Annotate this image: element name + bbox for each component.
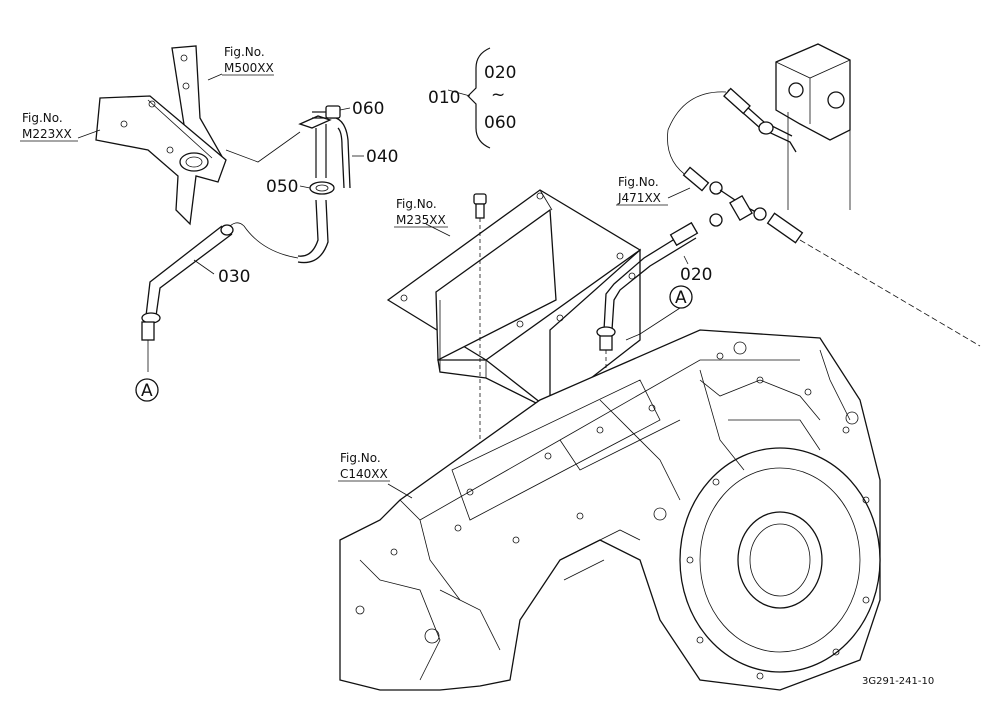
transmission-housing <box>339 329 881 691</box>
figure-ref-m223: Fig.No. M223XX <box>20 111 78 142</box>
leader-m223 <box>77 129 101 139</box>
svg-text:Fig.No.: Fig.No. <box>396 197 437 211</box>
part-label-060: 060 <box>352 99 384 119</box>
drawing-code: 3G291-241-10 <box>862 676 934 687</box>
svg-text:A: A <box>141 381 153 401</box>
bracket-assembly <box>95 45 227 226</box>
range-brace <box>467 47 491 149</box>
figure-ref-j471: Fig.No. J471XX <box>616 175 668 206</box>
fuel-line-assembly <box>667 43 981 347</box>
part-label-020: 020 <box>680 265 712 285</box>
connector-a-left: A <box>135 378 159 402</box>
leader-m235 <box>425 223 451 237</box>
svg-text:C140XX: C140XX <box>340 467 388 481</box>
hose-030 <box>141 199 329 372</box>
bolt-060 <box>312 105 341 119</box>
svg-text:M500XX: M500XX <box>224 61 274 75</box>
svg-text:J471XX: J471XX <box>617 191 661 205</box>
tray-assembly <box>386 189 642 412</box>
svg-text:A: A <box>675 288 687 308</box>
leader-030 <box>193 259 215 275</box>
svg-text:Fig.No.: Fig.No. <box>224 45 265 59</box>
part-label-010: 010 <box>428 88 460 108</box>
leader-010 <box>447 89 471 97</box>
svg-text:Fig.No.: Fig.No. <box>22 111 63 125</box>
figure-ref-m235: Fig.No. M235XX <box>394 197 448 228</box>
part-label-040: 040 <box>366 147 398 167</box>
figure-ref-m500: Fig.No. M500XX <box>222 45 274 76</box>
leader-060 <box>339 107 351 111</box>
part-label-020-range: 020 <box>484 63 516 83</box>
part-label-060-range: 060 <box>484 113 516 133</box>
leader-c140 <box>387 483 413 499</box>
clamp-050 <box>309 181 335 195</box>
leader-bracket <box>225 131 301 163</box>
part-label-030: 030 <box>218 267 250 287</box>
leader-a-right <box>625 307 681 341</box>
range-separator: ~ <box>491 85 505 105</box>
leader-j471 <box>667 187 691 199</box>
leader-m500 <box>207 73 223 81</box>
svg-text:Fig.No.: Fig.No. <box>618 175 659 189</box>
leader-020 <box>683 255 689 265</box>
connector-a-right: A <box>669 285 693 309</box>
svg-text:M223XX: M223XX <box>22 127 72 141</box>
svg-text:Fig.No.: Fig.No. <box>340 451 381 465</box>
svg-text:M235XX: M235XX <box>396 213 446 227</box>
part-label-050: 050 <box>266 177 298 197</box>
figure-ref-c140: Fig.No. C140XX <box>338 451 390 482</box>
pipe-040 <box>298 115 351 189</box>
leader-050 <box>299 185 311 189</box>
